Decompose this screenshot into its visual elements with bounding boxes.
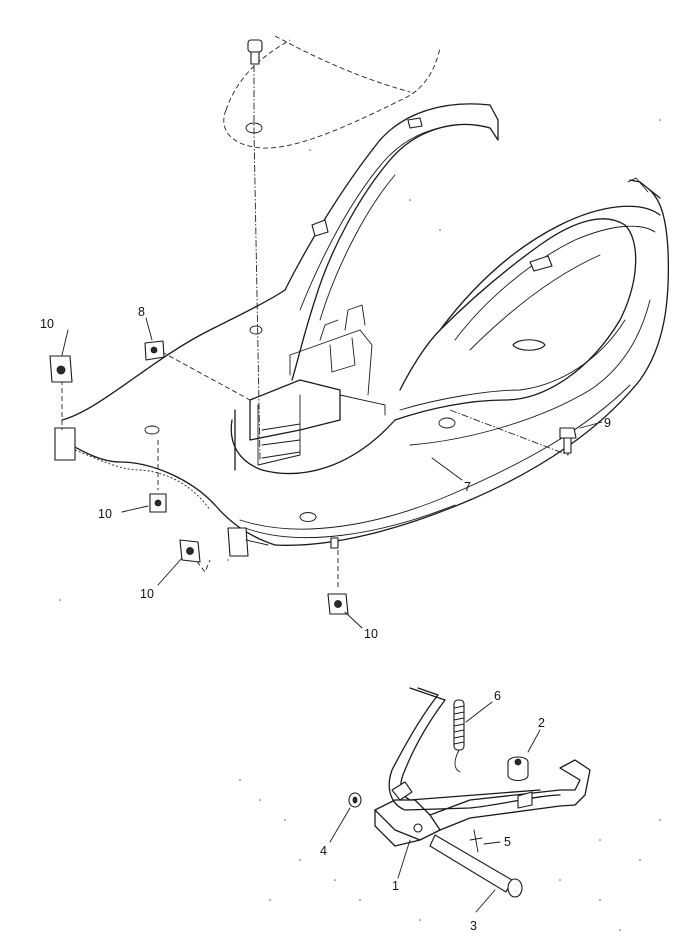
callout-1: 1: [392, 879, 399, 893]
callout-10-lower-left: 10: [140, 587, 154, 601]
seat-outline-ghost: [223, 35, 441, 149]
clip-nut-8: [144, 340, 165, 361]
spring-6: [453, 699, 465, 773]
clip-nut-10-upper-left: [49, 355, 73, 383]
callout-10-bottom: 10: [364, 627, 378, 641]
callout-6: 6: [494, 689, 501, 703]
callout-5: 5: [504, 835, 511, 849]
clip-nut-10-bottom: [327, 593, 349, 615]
collar-2: [507, 756, 529, 782]
callout-9: 9: [604, 416, 611, 430]
callout-8: 8: [138, 305, 145, 319]
bolt-9: [559, 427, 577, 454]
pivot-pin-3: [429, 834, 523, 898]
callout-3: 3: [470, 919, 477, 933]
callout-2: 2: [538, 716, 545, 730]
clip-nut-10-mid-left: [149, 493, 167, 513]
callout-labels: 10 8 9 7 10 10 10 6 2 4 5 1 3: [40, 305, 611, 933]
callout-10-mid-left: 10: [98, 507, 112, 521]
cotter-pin-5: [469, 829, 483, 853]
callout-10-upper-left: 10: [40, 317, 54, 331]
washer-4: [348, 792, 362, 808]
body-cover-7: [54, 103, 670, 557]
top-bolt: [245, 39, 263, 134]
side-stand-1: [374, 687, 591, 847]
callout-leaders: [61, 317, 603, 913]
callout-4: 4: [320, 844, 327, 858]
print-specks: [59, 119, 661, 931]
callout-7: 7: [464, 480, 471, 494]
clip-nut-10-lower-left: [179, 539, 201, 563]
assembly-lines: [61, 65, 571, 590]
